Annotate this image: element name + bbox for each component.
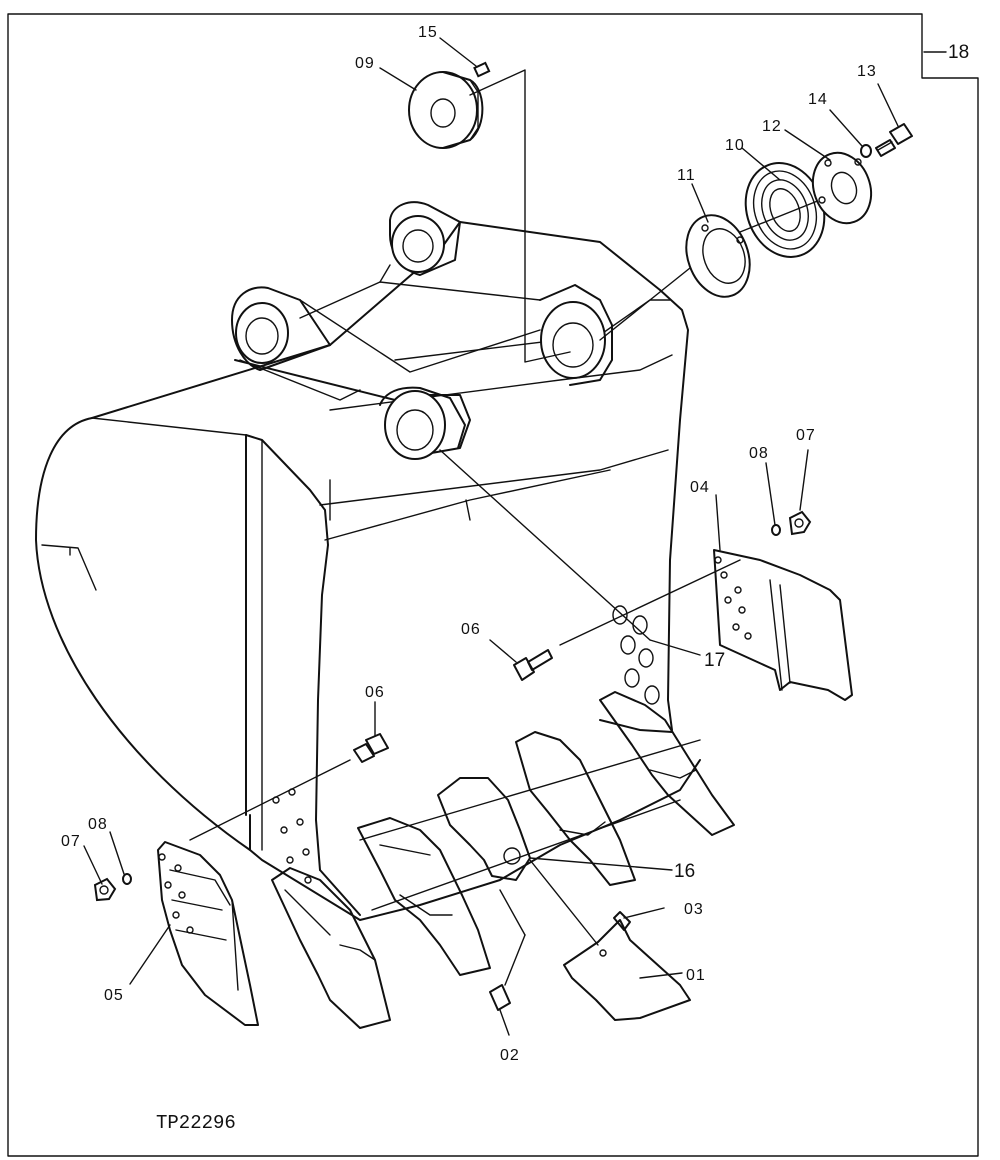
callout-01: 01 bbox=[686, 967, 706, 984]
parts-07-08-right bbox=[771, 510, 812, 536]
adapter-1 bbox=[271, 867, 391, 1029]
callout-07-left: 07 bbox=[61, 833, 81, 850]
left-plate-bolt-holes bbox=[189, 759, 351, 884]
linkage-bosses bbox=[231, 201, 613, 460]
callout-11: 11 bbox=[677, 167, 696, 184]
part-12-retainer-plate bbox=[811, 151, 873, 225]
callout-06-right: 06 bbox=[461, 621, 481, 638]
part-14-washer bbox=[860, 144, 872, 158]
page-frame bbox=[7, 13, 979, 1157]
leader-lines bbox=[83, 37, 899, 1036]
callout-10: 10 bbox=[725, 137, 745, 154]
callout-07-right: 07 bbox=[796, 427, 816, 444]
callout-12: 12 bbox=[762, 118, 782, 135]
adapter-4 bbox=[515, 731, 636, 886]
callout-13: 13 bbox=[857, 63, 877, 80]
part-10-bushing bbox=[739, 162, 826, 258]
callout-16: 16 bbox=[674, 861, 695, 882]
parts-07-08-left bbox=[93, 873, 132, 902]
adapter-2 bbox=[357, 817, 491, 976]
part-06-bolt-left bbox=[353, 733, 389, 763]
adapter-5 bbox=[599, 691, 735, 836]
right-plate-bolt-holes bbox=[559, 559, 741, 705]
part-15-pin bbox=[473, 61, 491, 78]
part-13-bolt bbox=[875, 123, 913, 157]
part-09-thrust-cap bbox=[408, 71, 484, 149]
callout-09: 09 bbox=[355, 55, 375, 72]
callout-15: 15 bbox=[418, 24, 438, 41]
adapter-3 bbox=[437, 777, 531, 881]
part-05-side-cutter bbox=[157, 841, 259, 1026]
callout-02: 02 bbox=[500, 1047, 520, 1064]
figure-code: TP22296 bbox=[156, 1112, 236, 1134]
callout-14: 14 bbox=[808, 91, 828, 108]
group-label: 18 bbox=[948, 42, 969, 63]
callout-08-right: 08 bbox=[749, 445, 769, 462]
callout-03: 03 bbox=[684, 901, 704, 918]
callout-04: 04 bbox=[690, 479, 710, 496]
part-03-pin bbox=[613, 907, 665, 931]
callout-06-left: 06 bbox=[365, 684, 385, 701]
part-01-tooth bbox=[529, 859, 691, 1021]
part-11-ring bbox=[685, 214, 751, 298]
callout-08-left: 08 bbox=[88, 816, 108, 833]
part-06-bolt-right bbox=[513, 649, 553, 681]
part-02-retainer bbox=[489, 889, 526, 1011]
callout-17: 17 bbox=[704, 650, 725, 671]
callout-05: 05 bbox=[104, 987, 124, 1004]
part-04-side-cutter bbox=[713, 549, 853, 701]
